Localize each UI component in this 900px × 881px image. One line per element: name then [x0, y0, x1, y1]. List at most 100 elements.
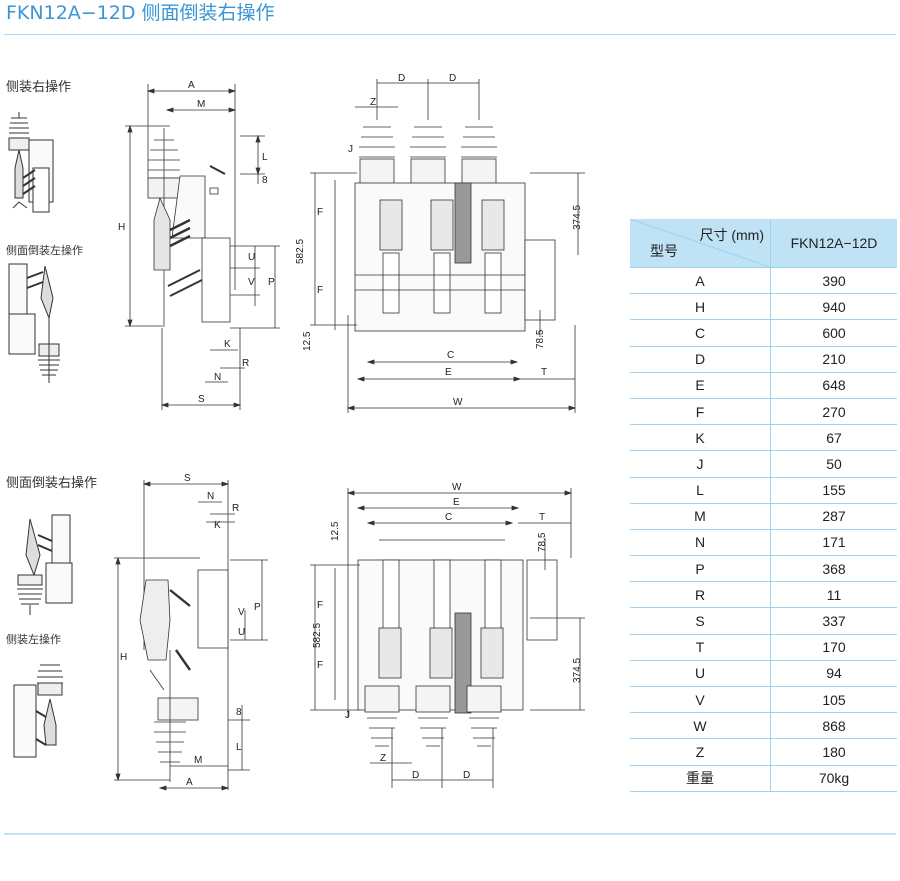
dim-label-L: L	[262, 152, 268, 163]
dim-label-A-b: A	[186, 777, 193, 788]
dimension-value: 368	[770, 555, 897, 583]
thumbnail-side-left	[13, 664, 63, 758]
dim-label-D1-b: D	[412, 770, 419, 781]
dim-label-M: M	[197, 99, 205, 110]
dim-label-8: 8	[262, 175, 268, 186]
dim-label-V-b: V	[238, 607, 245, 618]
dimension-key: P	[630, 555, 771, 583]
dimension-key: S	[630, 607, 771, 635]
dim-label-K: K	[224, 339, 231, 350]
header-diagonal-line	[630, 219, 770, 267]
thumbnail-side-inverted-right	[17, 514, 73, 615]
side-view-drawing-top: A M H L 8 U V P K R N S	[118, 80, 280, 410]
dimension-key: F	[630, 398, 771, 426]
dim-label-N-b: N	[207, 491, 214, 502]
side-view-drawing-bottom: S N R K H V U P 8 L M A	[114, 473, 268, 791]
dim-label-S: S	[198, 394, 205, 405]
dim-label-D1: D	[398, 73, 405, 84]
dim-label-12-5: 12.5	[302, 331, 313, 351]
dim-label-A: A	[188, 80, 195, 91]
header-model-label: 型号	[650, 243, 678, 259]
dim-label-J-b: J	[345, 710, 350, 721]
table-header-diagonal-cell: 尺寸 (mm) 型号	[630, 219, 771, 268]
dimension-key: W	[630, 712, 771, 740]
dimension-value: 171	[770, 529, 897, 557]
dim-label-N: N	[214, 372, 221, 383]
footer-divider	[4, 833, 896, 835]
dim-label-12-5-b: 12.5	[330, 521, 341, 541]
dim-label-U: U	[248, 252, 255, 263]
dim-label-L-b: L	[236, 742, 242, 753]
front-view-drawing-bottom: W E C T F F 582.5 12.5 374.5 78.5 J Z D …	[310, 482, 585, 788]
dimension-value: 210	[770, 346, 897, 373]
dimension-key: J	[630, 450, 771, 478]
dimension-value: 67	[770, 424, 897, 452]
dimension-value: 170	[770, 634, 897, 661]
dim-label-F2: F	[317, 285, 323, 296]
dim-label-582-5-b: 582.5	[312, 623, 323, 648]
dimension-key: Z	[630, 738, 771, 766]
dim-label-E-b: E	[453, 497, 460, 508]
thumbnail-side-right	[8, 112, 54, 213]
dimension-value: 287	[770, 503, 897, 530]
dimension-value: 70kg	[770, 765, 897, 792]
dim-label-H-b: H	[120, 652, 127, 663]
dim-label-582-5: 582.5	[295, 239, 306, 264]
dim-label-78-5-b: 78.5	[537, 532, 548, 552]
dimension-value: 390	[770, 267, 897, 295]
dimension-key: U	[630, 660, 771, 688]
dimension-key: V	[630, 686, 771, 714]
dimension-key: K	[630, 424, 771, 452]
dim-label-C-b: C	[445, 512, 452, 523]
dim-label-P-b: P	[254, 602, 261, 613]
dimension-key: C	[630, 319, 771, 347]
dim-label-W: W	[453, 397, 463, 408]
dim-label-E: E	[445, 367, 452, 378]
dim-label-R: R	[242, 358, 249, 369]
header-model-name: FKN12A−12D	[770, 219, 897, 268]
dimension-key: M	[630, 503, 771, 530]
dim-label-C: C	[447, 350, 454, 361]
header-dimension-label: 尺寸 (mm)	[699, 227, 764, 243]
thumb-label-side-inverted-left: 侧面倒装左操作	[6, 244, 83, 257]
front-view-drawing-top: D D Z J F F 582.5 12.5 374.5 78.5 C E T …	[295, 73, 585, 413]
dim-label-F1: F	[317, 207, 323, 218]
dim-label-H: H	[118, 222, 125, 233]
dimension-value: 50	[770, 450, 897, 478]
dim-label-V: V	[248, 277, 255, 288]
dim-label-F1-b: F	[317, 600, 323, 611]
dim-label-S-b: S	[184, 473, 191, 484]
dim-label-K-b: K	[214, 520, 221, 531]
dimension-value: 337	[770, 607, 897, 635]
section-label-side-right: 侧装右操作	[6, 80, 72, 95]
dimension-key: L	[630, 477, 771, 504]
section-label-side-inverted-right: 侧面倒装右操作	[6, 476, 98, 491]
dim-label-M-b: M	[194, 755, 202, 766]
dimension-key: H	[630, 293, 771, 321]
dimension-value: 155	[770, 477, 897, 504]
dim-label-W-b: W	[452, 482, 462, 493]
dim-label-U-b: U	[238, 627, 245, 638]
dim-label-T-b: T	[539, 512, 545, 523]
dimension-value: 648	[770, 372, 897, 399]
dim-label-8-b: 8	[236, 707, 242, 718]
dim-label-T: T	[541, 367, 547, 378]
dim-label-Z-b: Z	[380, 753, 386, 764]
dimension-key: D	[630, 346, 771, 373]
dim-label-R-b: R	[232, 503, 239, 514]
dimension-key: E	[630, 372, 771, 399]
dimension-key: R	[630, 581, 771, 609]
dim-label-J: J	[348, 144, 353, 155]
